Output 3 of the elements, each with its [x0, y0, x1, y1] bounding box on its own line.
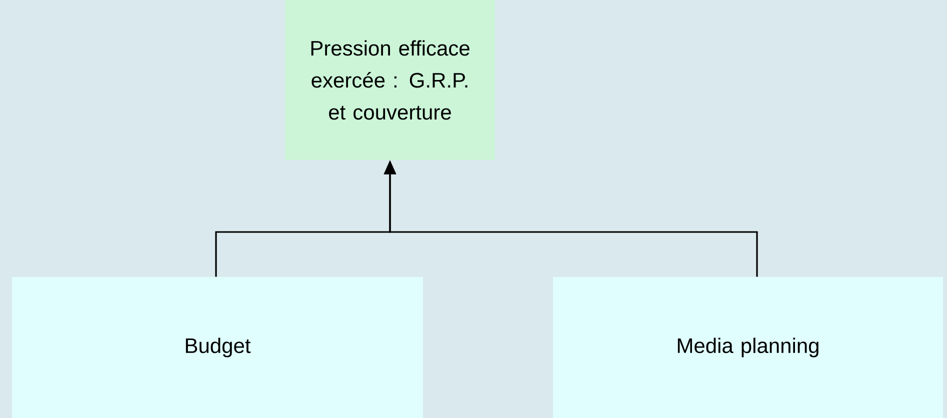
text-box: Budget	[12, 277, 423, 418]
text-box: Media planning	[553, 277, 943, 418]
text-box: Pression efficace exercée : G.R.P. et couverture	[285, 0, 495, 160]
